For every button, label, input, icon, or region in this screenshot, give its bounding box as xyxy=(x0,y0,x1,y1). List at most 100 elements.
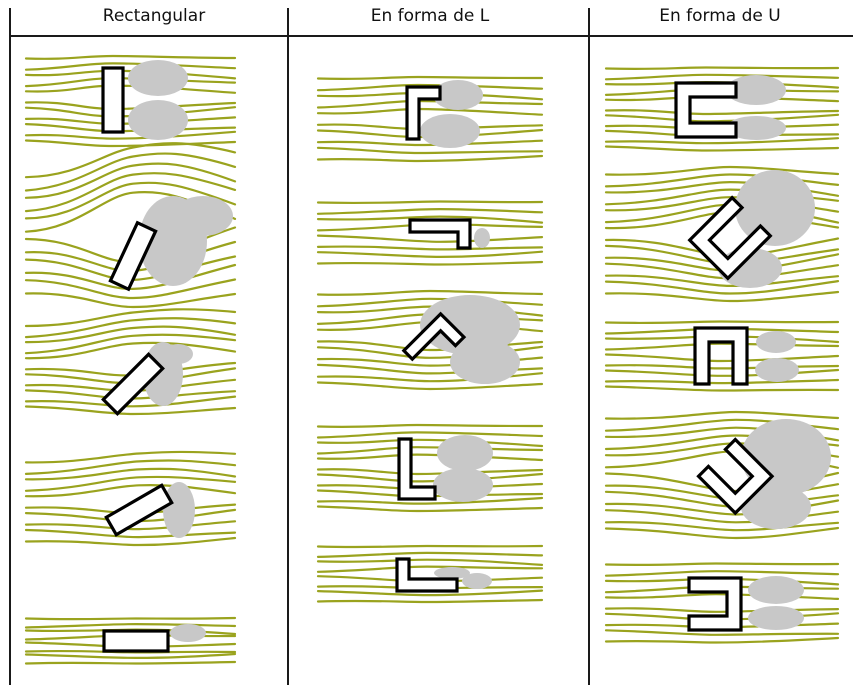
streamline xyxy=(316,453,544,462)
streamline xyxy=(604,526,840,540)
streamline xyxy=(604,385,840,392)
obstacle-U xyxy=(687,195,773,281)
streamline xyxy=(24,660,237,665)
streamline xyxy=(604,636,840,644)
streamline xyxy=(604,562,840,567)
obstacle-rect xyxy=(104,483,174,537)
streamline xyxy=(24,317,237,339)
streamline xyxy=(24,162,237,199)
streamline xyxy=(604,570,840,577)
column-heading-rectangular: Rectangular xyxy=(102,6,206,26)
streamline xyxy=(604,113,840,123)
streamline xyxy=(316,245,544,251)
streamline xyxy=(24,395,237,408)
streamline xyxy=(604,66,840,71)
streamline xyxy=(316,446,544,455)
recirculation-zone xyxy=(748,576,804,604)
panel-u-shape-4 xyxy=(604,562,840,644)
streamline xyxy=(24,308,237,328)
panel-rect-60deg xyxy=(24,450,237,547)
streamline xyxy=(316,154,544,163)
streamline xyxy=(604,320,840,325)
streamline xyxy=(604,290,840,303)
recirculation-zone xyxy=(420,295,520,355)
streamline xyxy=(604,607,840,613)
obstacle-Uv xyxy=(693,326,749,386)
streamline xyxy=(316,234,544,243)
streamline xyxy=(316,207,544,215)
streamline xyxy=(604,145,840,152)
panel-rect-90deg xyxy=(24,616,237,665)
column-heading-u-shape: En forma de U xyxy=(659,6,781,26)
streamline xyxy=(604,521,840,532)
obstacle-rect xyxy=(101,66,125,134)
streamline xyxy=(316,260,544,266)
streamline xyxy=(24,450,237,464)
panel-u-shape-0 xyxy=(604,66,840,152)
streamline xyxy=(316,250,544,259)
obstacle-L1 xyxy=(401,311,467,362)
obstacle-rect xyxy=(101,352,165,416)
streamline xyxy=(316,496,544,505)
streamline xyxy=(316,598,544,604)
streamline xyxy=(24,54,237,60)
streamline xyxy=(316,438,544,448)
streamlines xyxy=(316,544,544,604)
streamline xyxy=(24,622,237,629)
streamline xyxy=(604,378,840,385)
panel-l-shape-2 xyxy=(316,289,544,391)
streamline xyxy=(24,292,237,309)
streamline xyxy=(316,431,544,439)
table-grid xyxy=(9,8,853,685)
streamline xyxy=(604,368,840,377)
recirculation-zone xyxy=(420,114,480,148)
streamline xyxy=(316,423,544,429)
panel-rect-45deg xyxy=(24,308,237,416)
panel-l-shape-1 xyxy=(316,200,544,266)
recirculation-zone xyxy=(726,116,786,140)
recirculation-zone xyxy=(450,340,520,384)
streamline xyxy=(316,558,544,566)
streamline xyxy=(604,137,840,145)
streamline xyxy=(604,410,840,420)
streamline xyxy=(316,139,544,147)
streamline xyxy=(604,165,840,176)
streamline xyxy=(316,75,544,81)
streamline xyxy=(604,342,840,351)
streamline xyxy=(24,528,237,539)
recirculation-zone xyxy=(433,468,493,502)
recirculation-zone xyxy=(735,170,815,246)
panel-u-shape-3 xyxy=(604,410,840,540)
streamlines xyxy=(316,423,544,513)
recirculation-zone xyxy=(756,331,796,353)
streamline xyxy=(604,280,840,295)
streamline xyxy=(24,84,237,94)
obstacle-recth xyxy=(102,629,170,653)
panel-rect-30deg xyxy=(24,142,237,309)
streamline xyxy=(316,200,544,205)
obstacle-L1 xyxy=(405,85,442,141)
column-heading-l-shape: En forma de L xyxy=(370,6,490,26)
recirculation-zone xyxy=(433,80,483,110)
recirculation-zone xyxy=(163,482,195,538)
streamline xyxy=(24,467,237,481)
panel-l-shape-3 xyxy=(316,423,544,513)
streamline xyxy=(316,472,544,483)
recirculation-zone xyxy=(748,606,804,630)
streamline xyxy=(316,83,544,92)
streamline xyxy=(24,263,237,291)
panel-l-shape-0 xyxy=(316,75,544,163)
streamline xyxy=(24,325,237,344)
streamline xyxy=(24,62,237,71)
streamline xyxy=(24,536,237,547)
recirculation-zone xyxy=(434,567,470,579)
obstacle-rect xyxy=(108,220,158,292)
recirculation-zone xyxy=(128,100,188,140)
streamline xyxy=(24,101,237,111)
recirculation-zone xyxy=(173,196,233,236)
streamline xyxy=(24,484,237,498)
streamline xyxy=(24,475,237,492)
obstacle-L3 xyxy=(397,437,437,501)
streamline xyxy=(24,171,237,213)
recirculation-zone xyxy=(741,485,811,529)
